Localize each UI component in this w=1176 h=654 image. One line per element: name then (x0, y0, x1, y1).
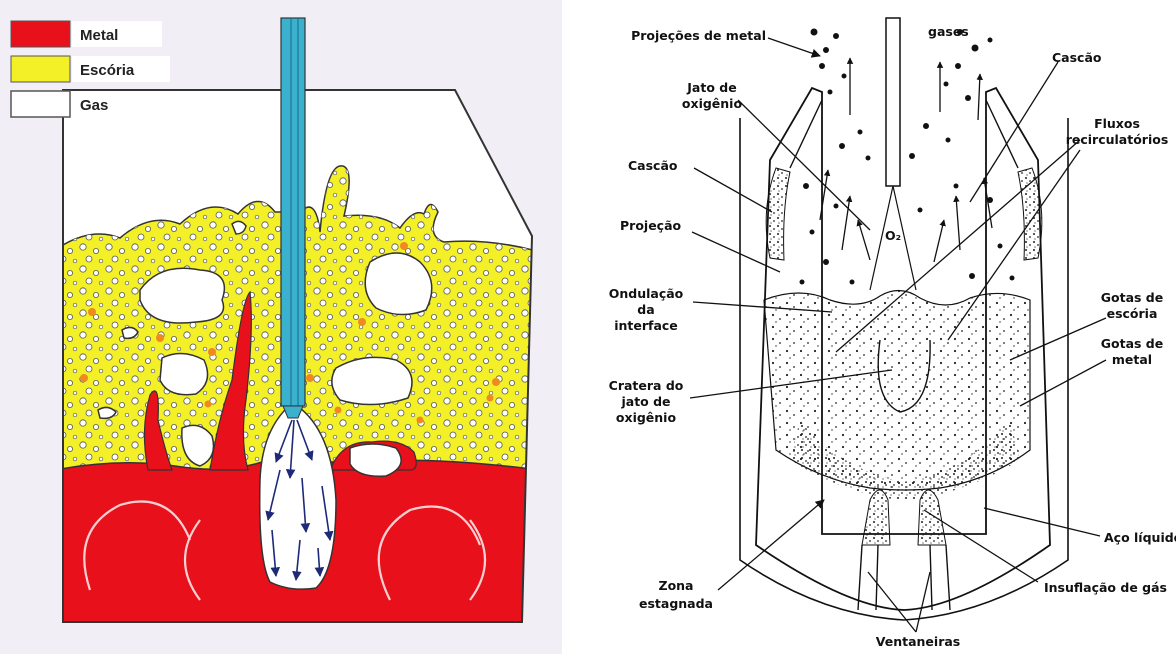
label-cascao-left: Cascão (628, 158, 678, 173)
label-cratera-line1: Cratera do (609, 378, 684, 393)
legend-item-metal: Metal (11, 21, 162, 47)
label-ondulacao-line2: da (637, 302, 654, 317)
label-gotas-escoria-line1: Gotas de (1101, 290, 1163, 305)
label-gotas-metal-line2: metal (1112, 352, 1152, 367)
label-aco-liquido: Aço líquido (1104, 530, 1176, 545)
label-gases: gases (928, 24, 969, 39)
label-insuflacao: Insuflação de gás (1044, 580, 1167, 595)
legend-label: Metal (80, 27, 118, 44)
label-cratera-line3: oxigênio (616, 410, 677, 425)
label-jato-line1: Jato de (686, 80, 736, 95)
converter-schematic: O₂ Projeções de metal gases Cascão Ja (566, 0, 1176, 654)
label-projecoes-metal: Projeções de metal (631, 28, 766, 43)
label-ondulacao-line3: interface (614, 318, 678, 333)
label-jato-line2: oxigênio (682, 96, 743, 111)
legend: Metal Escória Gas (11, 21, 170, 117)
label-projecao: Projeção (620, 218, 682, 233)
label-cratera-line2: jato de (620, 394, 670, 409)
label-ondulacao-line1: Ondulação (609, 286, 684, 301)
label-zona-line1: Zona (659, 578, 694, 593)
label-cascao-top: Cascão (1052, 50, 1102, 65)
label-gotas-metal-line1: Gotas de (1101, 336, 1163, 351)
legend-item-gas: Gas (11, 91, 162, 117)
label-zona-line2: estagnada (639, 596, 713, 611)
label-ventaneiras: Ventaneiras (876, 634, 960, 649)
label-fluxos-line2: recirculatórios (1066, 132, 1169, 147)
o2-symbol: O₂ (885, 228, 901, 243)
legend-label: Gas (80, 97, 108, 114)
bof-vessel-diagram: Metal Escória Gas (0, 0, 562, 654)
legend-item-slag: Escória (11, 56, 170, 82)
label-gotas-escoria-line2: escória (1107, 306, 1158, 321)
oxygen-lance (281, 18, 305, 418)
label-fluxos-line1: Fluxos (1094, 116, 1140, 131)
legend-label: Escória (80, 62, 135, 79)
